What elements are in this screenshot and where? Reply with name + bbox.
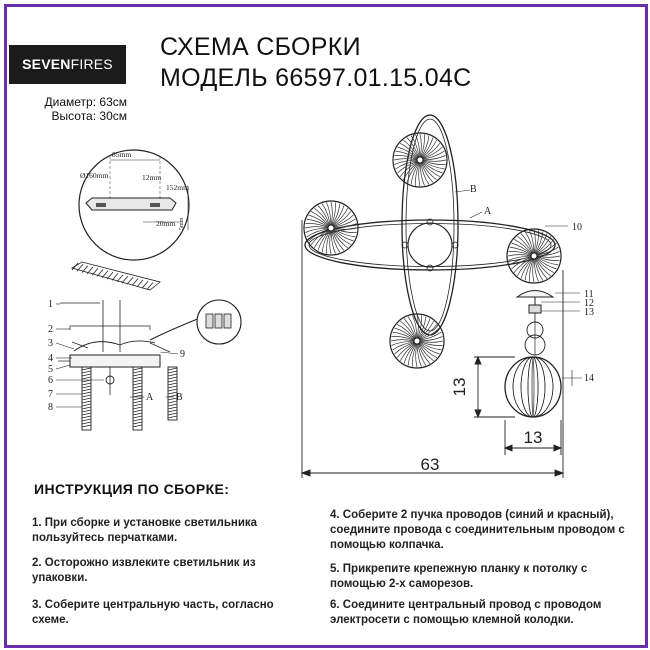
label-b-main: B — [470, 184, 477, 195]
label-8: 8 — [48, 402, 53, 413]
label-b-left: B — [176, 392, 183, 403]
instruction-step-5: 5. Прикрепите крепежную планку к потолку… — [330, 563, 588, 590]
spec-height: Высота: 30см — [51, 109, 127, 123]
flower-shade-right — [506, 228, 562, 284]
label-2: 2 — [48, 324, 53, 335]
instruction-step-2: 2. Осторожно извлеките светильник из упа… — [32, 557, 256, 584]
exploded-view — [58, 299, 242, 431]
dim-152: 152mm — [166, 183, 189, 192]
dim-shade-width: 13 — [524, 428, 543, 447]
flower-shade-top — [392, 132, 448, 188]
dim-160: Ø160mm — [80, 171, 109, 180]
instruction-step-1: 1. При сборке и установке светильника по… — [32, 517, 258, 544]
label-5: 5 — [48, 364, 53, 375]
plate-slot — [96, 203, 106, 207]
label-4: 4 — [48, 353, 53, 364]
brand-logo: SEVENFIRES — [9, 45, 126, 84]
detail-circle — [78, 149, 190, 261]
model-title: МОДЕЛЬ 66597.01.15.04С — [160, 64, 472, 92]
dim-5: 5mm — [179, 217, 185, 230]
dim-overall: 63 — [421, 455, 440, 474]
page-title: СХЕМА СБОРКИ — [160, 33, 361, 61]
brand-part2: FIRES — [70, 56, 113, 72]
lamp-side-view — [504, 290, 582, 418]
label-1: 1 — [48, 299, 53, 310]
outer-ring-a — [304, 219, 556, 271]
label-3: 3 — [48, 338, 53, 349]
center-circle — [407, 222, 453, 268]
label-14: 14 — [584, 373, 594, 384]
flower-shade-top-left — [303, 200, 359, 256]
dim-85: 85mm — [112, 150, 131, 159]
instruction-step-6: 6. Соедините центральный провод с провод… — [330, 599, 602, 626]
dim-shade-height: 13 — [450, 378, 469, 397]
label-12: 12 — [584, 298, 594, 309]
lamp-shade-side — [504, 356, 562, 418]
instruction-step-4: 4. Соберите 2 пучка проводов (синий и кр… — [330, 509, 625, 551]
ceiling-hatch — [70, 261, 161, 291]
label-11: 11 — [584, 289, 594, 300]
plate-slot — [150, 203, 160, 207]
dim-12: 12mm — [142, 173, 161, 182]
label-7: 7 — [48, 389, 53, 400]
brand-part1: SEVEN — [22, 56, 71, 72]
label-10: 10 — [572, 222, 582, 233]
label-a-left: A — [146, 392, 154, 403]
mounting-plate-detail: Ø160mm 85mm 12mm 152mm 20mm 5mm — [78, 149, 190, 261]
instructions-heading: ИНСТРУКЦИЯ ПО СБОРКЕ: — [34, 481, 230, 497]
canopy — [69, 354, 161, 368]
dim-20: 20mm — [156, 219, 175, 228]
label-6: 6 — [48, 375, 53, 386]
label-9: 9 — [180, 349, 185, 360]
label-a-main: A — [484, 206, 492, 217]
spec-diameter: Диаметр: 63см — [44, 95, 127, 109]
instruction-step-3: 3. Соберите центральную часть, согласно … — [32, 599, 274, 626]
main-top-view — [304, 114, 556, 336]
page-border — [4, 4, 648, 648]
label-13: 13 — [584, 307, 594, 318]
